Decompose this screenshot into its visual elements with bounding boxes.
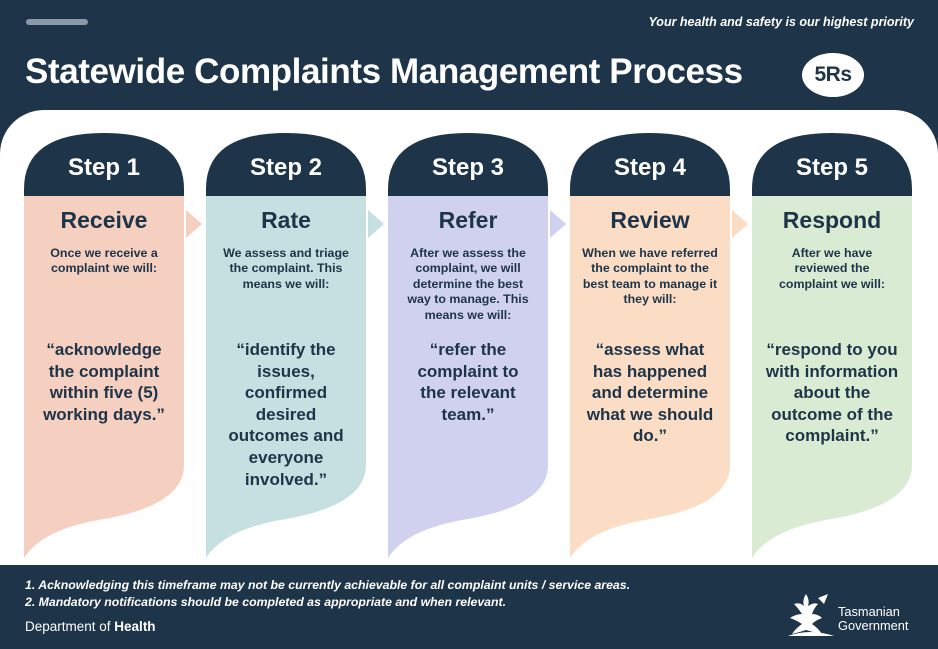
step-card-1: Step 1 Receive Once we receive a complai…: [24, 133, 184, 558]
step-card-1-shape: [24, 133, 184, 558]
step-card-2: Step 2 Rate We assess and triage the com…: [206, 133, 366, 558]
government-label: Tasmanian Government: [838, 605, 908, 633]
step-4-description: When we have referred the complaint to t…: [582, 246, 718, 307]
page-title: Statewide Complaints Management Process: [25, 52, 743, 91]
step-5-quote: “respond to you with information about t…: [765, 340, 899, 446]
tagline: Your health and safety is our highest pr…: [648, 15, 914, 29]
step-5-name: Respond: [782, 207, 882, 233]
step-5-label: Step 5: [795, 153, 869, 181]
step-1-name: Receive: [60, 207, 148, 233]
arrow-3-icon: [550, 210, 566, 238]
step-card-4: Step 4 Review When we have referred the …: [570, 133, 730, 558]
department-label: Department of Health: [25, 619, 156, 634]
step-4-quote: “assess what has happened and determine …: [586, 340, 714, 446]
arrow-2-icon: [368, 210, 384, 238]
step-3-quote: “refer the complaint to the relevant tea…: [417, 340, 519, 424]
step-2-label: Step 2: [249, 153, 323, 181]
step-2-quote: “identify the issues, confirmed desired …: [228, 340, 344, 489]
step-4-name: Review: [610, 207, 690, 233]
step-1-quote: “acknowledge the complaint within five (…: [43, 340, 165, 424]
step-3-description: After we assess the complaint, we will d…: [407, 246, 529, 322]
step-card-5-shape: [752, 133, 912, 558]
government-line-1: Tasmanian: [838, 604, 900, 619]
step-1-description: Once we receive a complaint we will:: [50, 246, 158, 276]
step-card-2-shape: [206, 133, 366, 558]
step-1-label: Step 1: [67, 153, 141, 181]
footnote-2: 2. Mandatory notifications should be com…: [25, 595, 507, 609]
government-line-2: Government: [838, 618, 909, 633]
department-prefix: Department of: [25, 619, 115, 634]
step-4-label: Step 4: [613, 153, 687, 181]
department-name: Health: [114, 619, 156, 634]
top-decorative-bar: [26, 19, 88, 25]
step-3-name: Refer: [438, 207, 498, 233]
step-5-description: After we have reviewed the complaint we …: [778, 246, 886, 291]
arrow-1-icon: [186, 210, 202, 238]
step-2-description: We assess and triage the complaint. This…: [223, 246, 349, 291]
step-card-5: Step 5 Respond After we have reviewed th…: [752, 133, 912, 558]
footnote-1: 1. Acknowledging this timeframe may not …: [25, 578, 631, 592]
5rs-badge: 5Rs: [802, 53, 864, 97]
step-card-3-shape: [388, 133, 548, 558]
arrow-4-icon: [732, 210, 748, 238]
tasmanian-government-logo-icon: [788, 594, 834, 636]
step-card-4-shape: [570, 133, 730, 558]
step-card-3: Step 3 Refer After we assess the complai…: [388, 133, 548, 558]
step-2-name: Rate: [261, 207, 311, 233]
step-3-label: Step 3: [431, 153, 505, 181]
